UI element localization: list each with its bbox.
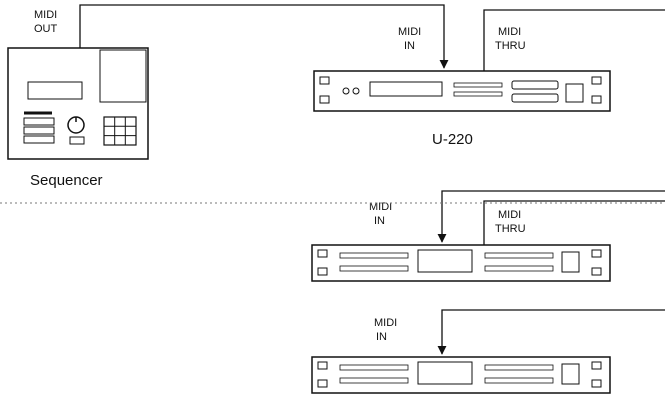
sequencer-device — [7, 47, 149, 160]
module-2-thru-line-2: THRU — [495, 223, 526, 235]
cable-into-module-2 — [437, 190, 665, 243]
module-1-device — [313, 70, 611, 112]
module-1-in-line-2: IN — [404, 40, 415, 52]
sequencer-port-line-2: OUT — [34, 23, 58, 35]
sequencer-label: Sequencer — [30, 172, 103, 189]
module-1-in-line-1: MIDI — [398, 26, 421, 38]
module-1-label: U-220 — [432, 131, 473, 148]
module-3-device — [311, 356, 611, 394]
module-1-thru-line-1: MIDI — [498, 26, 521, 38]
cable-module-2-thru — [483, 200, 665, 245]
module-3-in-line-2: IN — [376, 331, 387, 343]
cable-into-module-3 — [437, 309, 665, 355]
module-2-device — [311, 244, 611, 282]
sequencer-display — [27, 81, 83, 100]
module-3-in-line-1: MIDI — [374, 317, 397, 329]
module-2-thru-line-1: MIDI — [498, 209, 521, 221]
module-2-in-line-1: MIDI — [369, 201, 392, 213]
module-2-in-line-2: IN — [374, 215, 385, 227]
module-1-thru-line-2: THRU — [495, 40, 526, 52]
sequencer-keypad — [103, 116, 137, 146]
sequencer-port-line-1: MIDI — [34, 9, 57, 21]
cable-sequencer-to-u220 — [79, 4, 449, 69]
cable-u220-thru-to-module-2 — [483, 9, 665, 71]
